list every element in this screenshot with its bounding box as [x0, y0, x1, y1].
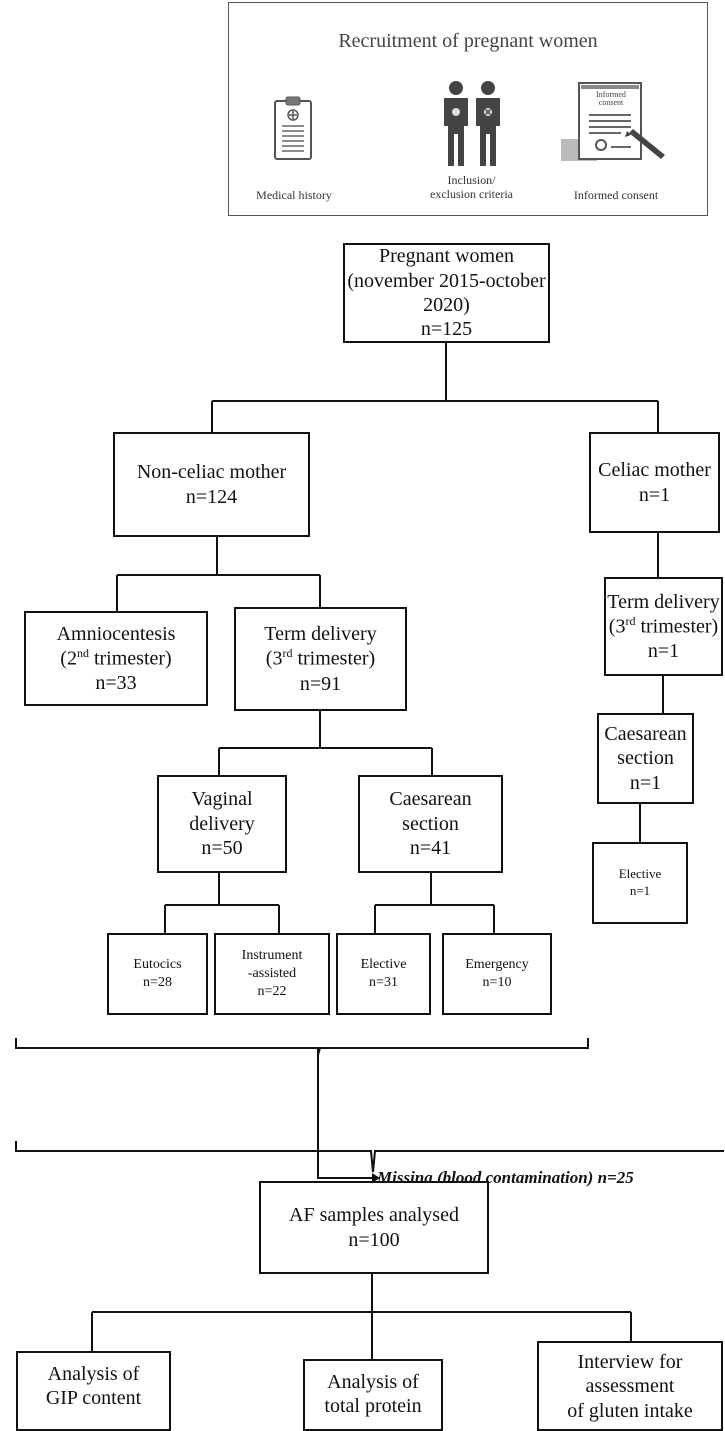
people-icon	[440, 80, 504, 168]
inclusion-exclusion-label: Inclusion/ exclusion criteria	[430, 173, 513, 202]
informed-consent-label: Informed consent	[573, 188, 659, 202]
analysis-protein-box: Analysis of total protein	[303, 1359, 443, 1431]
term-delivery-celiac-box: Term delivery (3rd trimester) n=1	[604, 577, 723, 676]
vaginal-delivery-box: Vaginal delivery n=50	[157, 775, 287, 873]
term-delivery-noncoeliac-box: Term delivery (3rd trimester) n=91	[234, 607, 407, 711]
non-celiac-mother-box: Non-celiac mother n=124	[113, 432, 310, 537]
consent-form-text: Informed consent	[596, 90, 626, 108]
caesarean-section-celiac-box: Caesarean section n=1	[597, 713, 694, 804]
interview-box: Interview for assessment of gluten intak…	[537, 1341, 723, 1431]
af-samples-box: AF samples analysed n=100	[259, 1181, 489, 1274]
elective-celiac-box: Elective n=1	[592, 842, 688, 924]
consent-form-icon	[559, 81, 671, 163]
pregnant-women-box: Pregnant women (november 2015-october 20…	[343, 243, 550, 343]
amniocentesis-box: Amniocentesis (2nd trimester) n=33	[24, 611, 208, 706]
emergency-box: Emergency n=10	[442, 933, 552, 1015]
celiac-mother-box: Celiac mother n=1	[589, 432, 720, 533]
analysis-gip-box: Analysis of GIP content	[16, 1351, 171, 1431]
medical-history-label: Medical history	[256, 188, 332, 202]
recruitment-title: Recruitment of pregnant women	[338, 30, 598, 52]
clipboard-icon	[273, 95, 313, 161]
recruitment-panel: Recruitment of pregnant women Medical hi…	[228, 2, 708, 216]
instrument-assisted-box: Instrument -assisted n=22	[214, 933, 330, 1015]
eutocics-box: Eutocics n=28	[107, 933, 208, 1015]
elective-noncoeliac-box: Elective n=31	[336, 933, 431, 1015]
caesarean-section-noncoeliac-box: Caesarean section n=41	[358, 775, 503, 873]
